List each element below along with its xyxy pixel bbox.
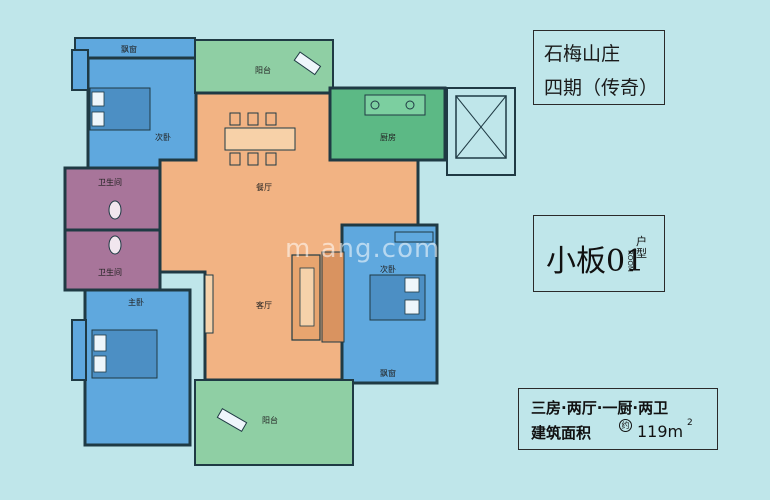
room-stairwell: [446, 87, 516, 176]
tv-cabinet-icon: [204, 274, 214, 334]
label-bay-window-top: 飘窗: [121, 44, 137, 54]
layout-summary: 三房·两厅·一厨·两卫: [531, 399, 669, 417]
room-balcony-bottom: [194, 379, 354, 466]
lounger-icons: [216, 51, 322, 433]
bed-master-icon: [91, 329, 158, 379]
label-dining: 餐厅: [256, 183, 272, 192]
model-suffix: 户型: [636, 235, 647, 260]
project-name: 石梅山庄: [544, 43, 621, 65]
area-label: 建筑面积: [531, 424, 592, 442]
project-phase: 四期（传奇）: [544, 77, 659, 99]
label-balcony-bottom: 阳台: [262, 415, 278, 425]
label-bay-window-right: 飘窗: [380, 368, 396, 378]
project-title-box: 石梅山庄 四期（传奇）: [533, 30, 665, 105]
label-bedroom-right: 次卧: [380, 264, 396, 274]
label-kitchen: 厨房: [380, 132, 396, 142]
model-name: 小板01: [546, 244, 645, 279]
watermark: m ang.com: [285, 234, 441, 264]
area-value: 119m: [637, 422, 684, 441]
info-box: 三房·两厅·一厨·两卫 建筑面积 约 119m 2: [518, 388, 718, 450]
label-bathroom-1: 卫生间: [98, 177, 122, 187]
sofa-icon: [291, 251, 345, 343]
stove-icon: [364, 94, 426, 116]
wardrobe-icon: [394, 231, 434, 243]
label-balcony-top: 阳台: [255, 65, 271, 75]
bed-top-icon: [89, 87, 151, 131]
model-box: 小板01 户型 ROOM: [533, 215, 665, 292]
label-master: 主卧: [128, 297, 144, 307]
dining-table-icon: [224, 112, 296, 166]
label-bedroom-top: 次卧: [155, 132, 171, 142]
toilet-icons: [108, 200, 122, 255]
approx-badge: 约: [619, 419, 632, 432]
label-bathroom-2: 卫生间: [98, 267, 122, 277]
label-living: 客厅: [256, 300, 272, 310]
model-room-tag: ROOM: [626, 250, 634, 272]
area-unit-superscript: 2: [687, 418, 693, 428]
bed-right-icon: [369, 274, 426, 321]
